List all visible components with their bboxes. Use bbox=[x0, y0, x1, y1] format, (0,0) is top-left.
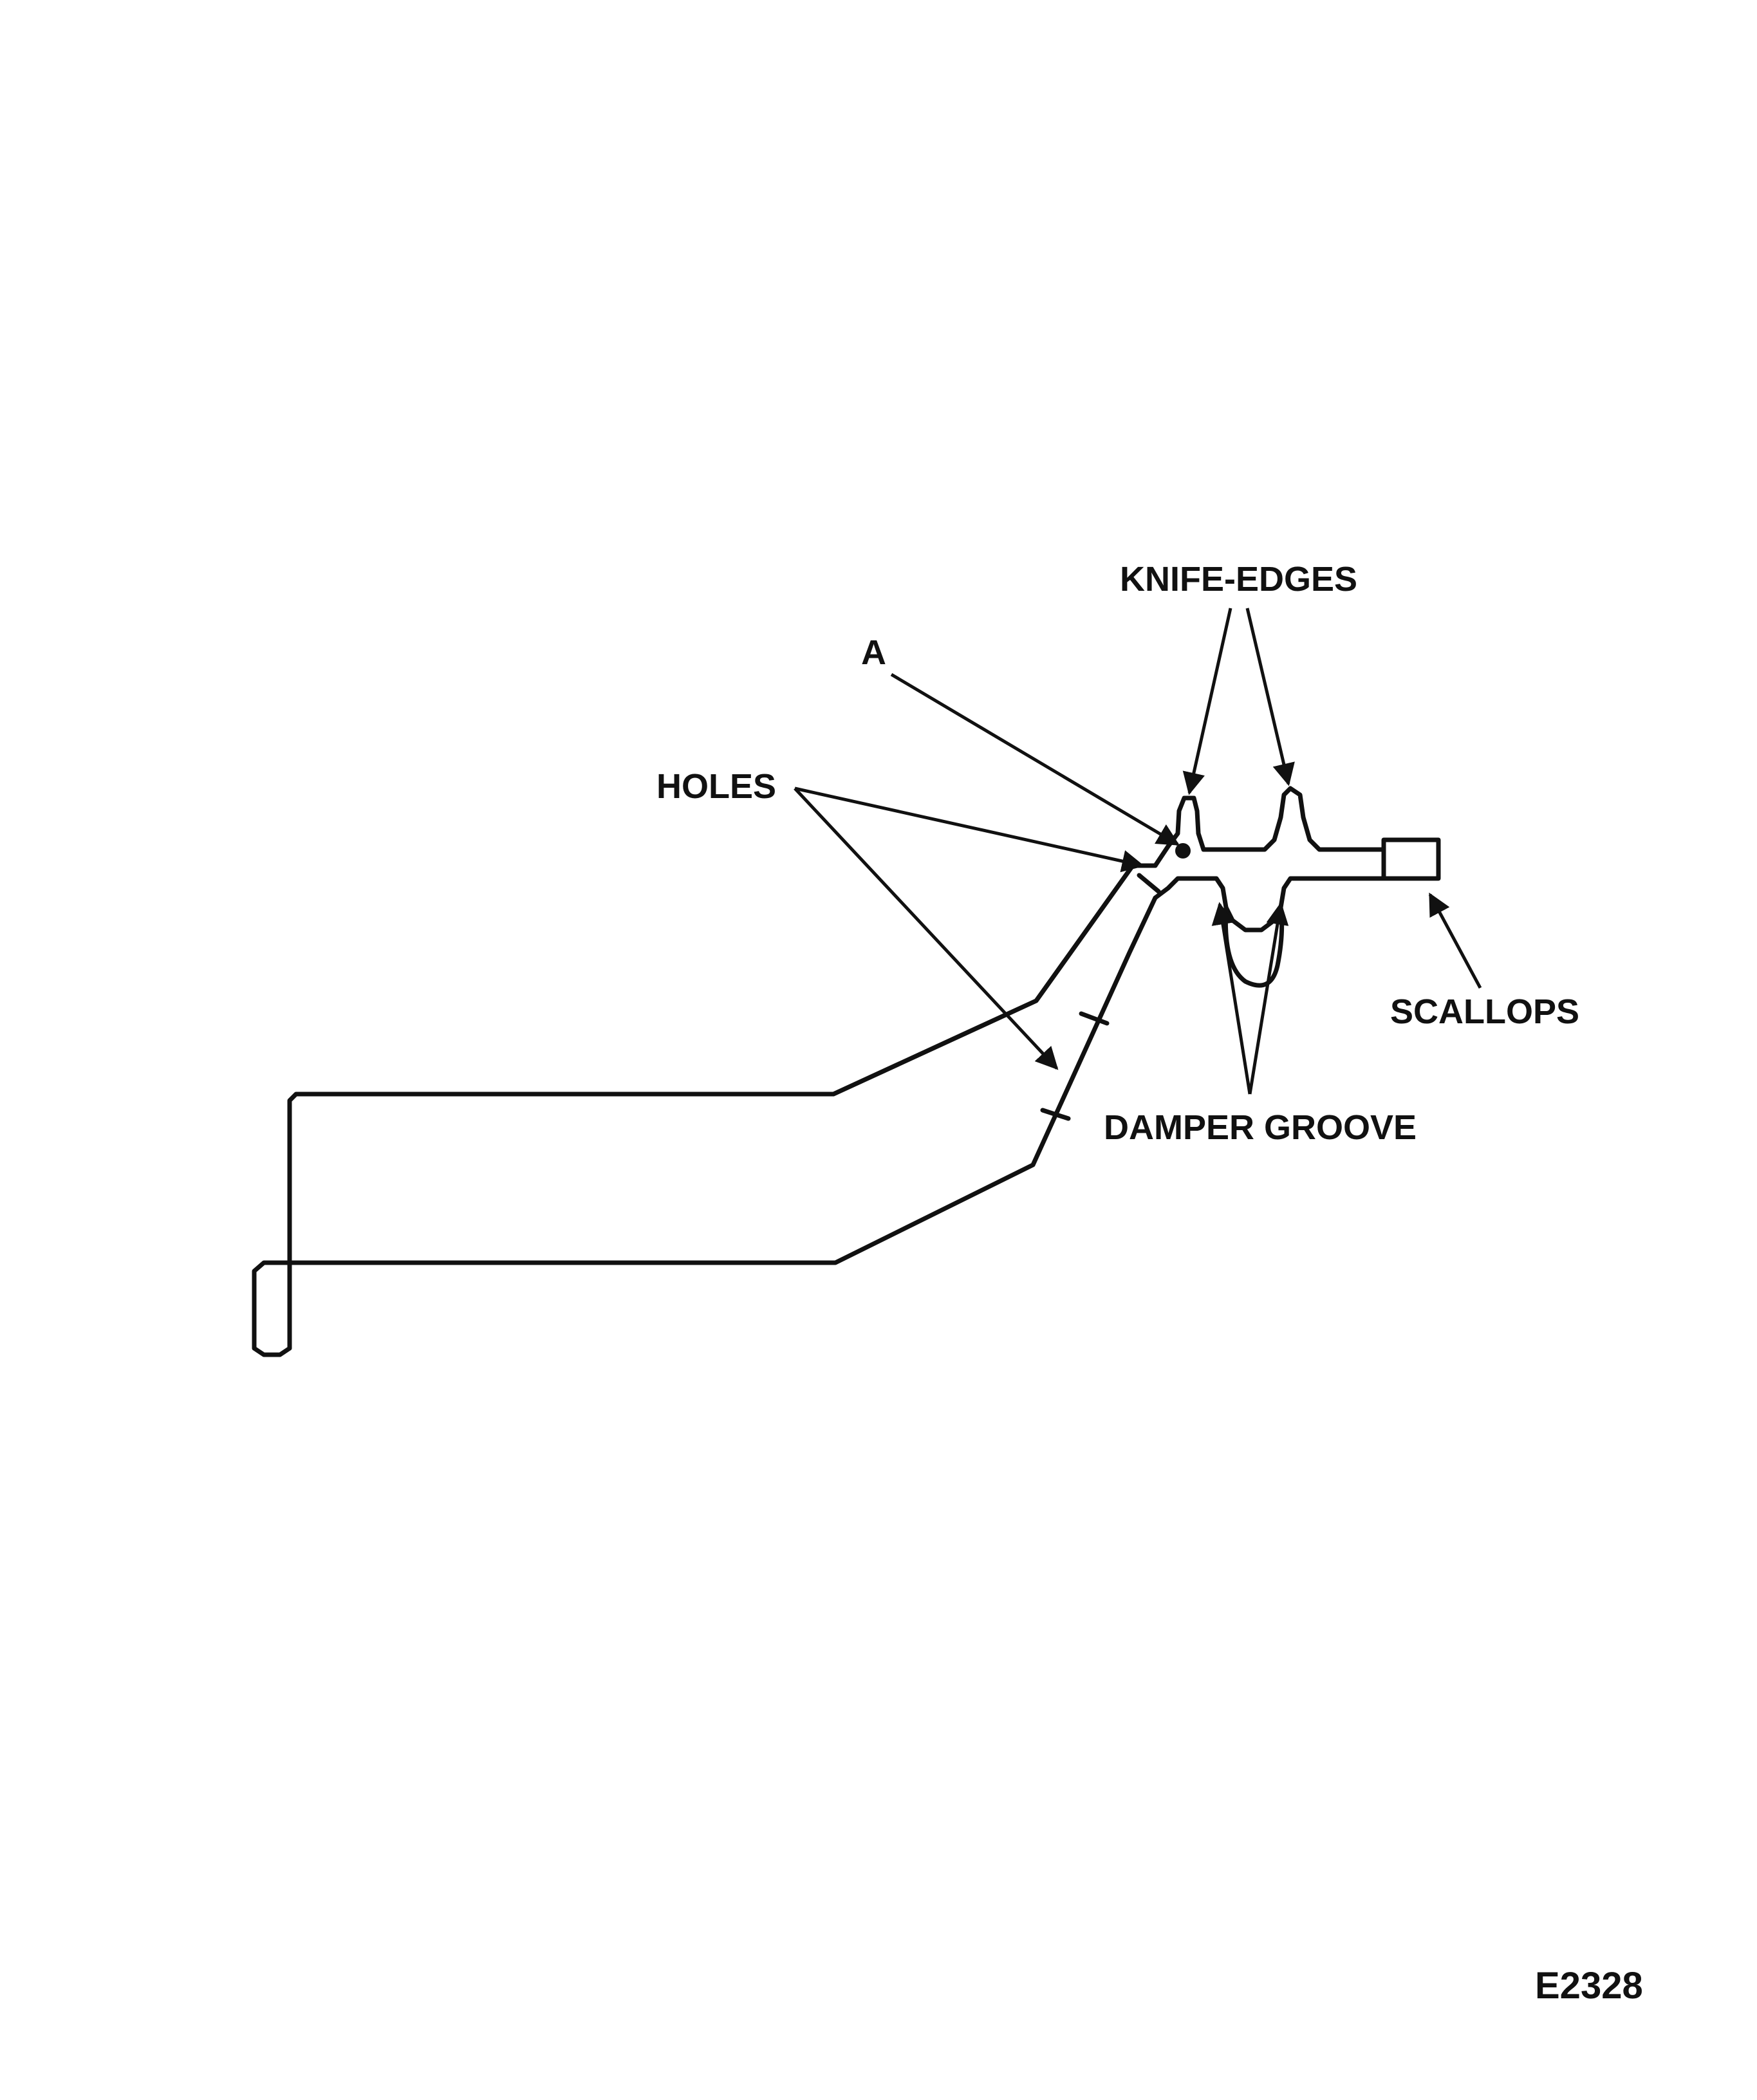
hole-marker-top bbox=[1137, 873, 1161, 894]
hole-marker-lower bbox=[1040, 1108, 1071, 1121]
lower-arm-outline bbox=[252, 863, 1158, 1357]
holes-label: HOLES bbox=[656, 767, 776, 806]
leader-lines bbox=[794, 608, 1482, 1095]
damper-groove-leader-left bbox=[1211, 902, 1252, 1095]
part-profile bbox=[252, 863, 1161, 1357]
seal-head-outline bbox=[1153, 786, 1441, 933]
seal-head bbox=[1153, 786, 1441, 988]
damper-groove-leader-right bbox=[1248, 902, 1289, 1095]
holes-leader-upper bbox=[794, 786, 1145, 873]
knife-edges-label: KNIFE-EDGES bbox=[1120, 560, 1357, 599]
holes-leader-lower bbox=[794, 787, 1059, 1070]
point-a-label: A bbox=[861, 633, 886, 672]
knife-edge-leader-right bbox=[1245, 608, 1295, 786]
knife-edge-leader-left bbox=[1182, 608, 1232, 795]
figure-number: E2328 bbox=[1535, 1965, 1643, 2007]
point-a-leader bbox=[890, 673, 1180, 846]
scallops-label: SCALLOPS bbox=[1390, 992, 1579, 1031]
damper-groove-label: DAMPER GROOVE bbox=[1104, 1108, 1417, 1147]
hole-marker-upper bbox=[1079, 1011, 1110, 1026]
point-a-dot bbox=[1175, 843, 1191, 859]
lower-arm-inner-line bbox=[831, 863, 1135, 1097]
scallops-leader bbox=[1428, 892, 1482, 989]
